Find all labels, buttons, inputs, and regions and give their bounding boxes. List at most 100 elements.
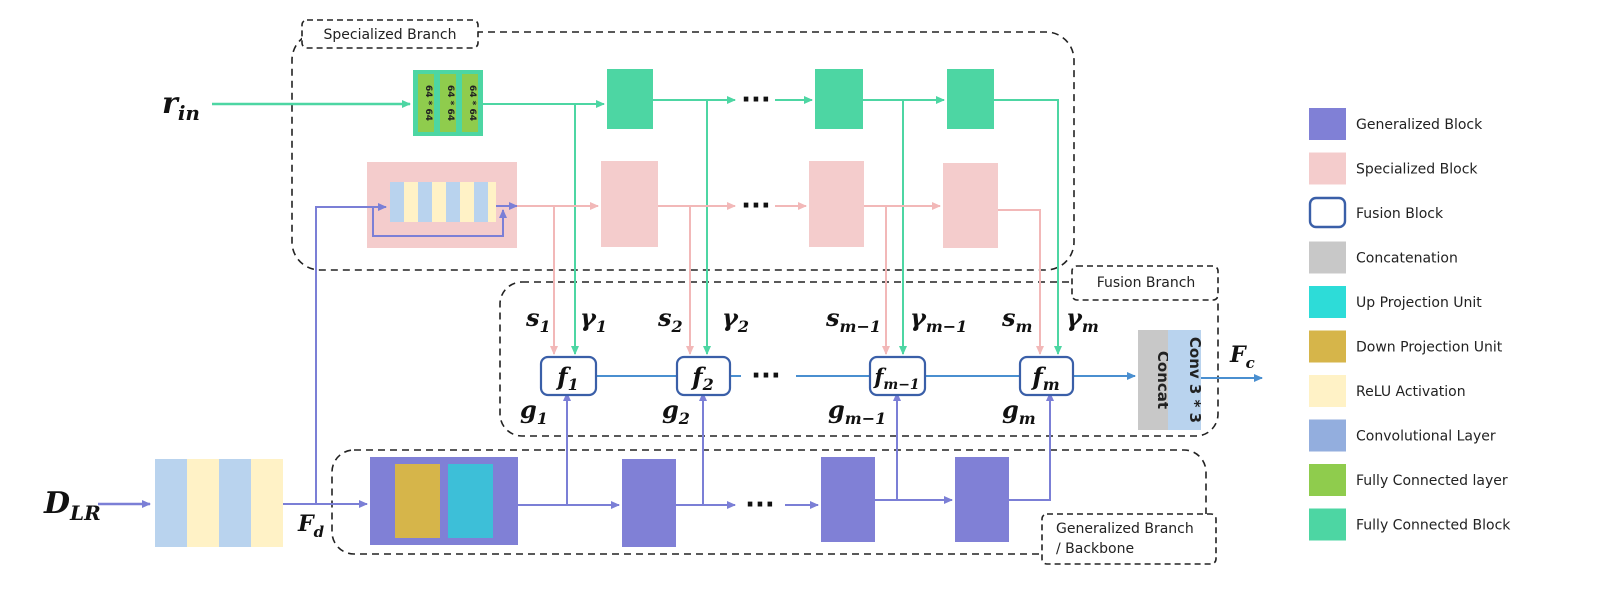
g-m-arrow xyxy=(1009,392,1054,501)
legend-item: Concatenation xyxy=(1309,241,1458,274)
gamma-sub: m−1 xyxy=(926,317,967,336)
specialized-branch: Specialized Branch xyxy=(291,19,1075,271)
fusion-block-label: fm xyxy=(1030,362,1059,394)
legend-label: ReLU Activation xyxy=(1356,384,1466,400)
legend-item: Fusion Block xyxy=(1308,196,1444,229)
specialized-branch-label: Specialized Branch xyxy=(323,27,456,43)
g-label: g1 xyxy=(520,395,548,428)
generalized-block xyxy=(821,457,875,542)
fusion-block-label: f1 xyxy=(555,362,578,394)
specialized-block xyxy=(601,161,658,247)
fusion-branch-label: Fusion Branch xyxy=(1097,275,1196,291)
conv-layer xyxy=(390,182,404,222)
legend-item: Convolutional Layer xyxy=(1309,419,1496,452)
relu-layer xyxy=(432,182,446,222)
relu-layer xyxy=(187,459,219,547)
input-r-label: rin xyxy=(162,86,200,125)
specialized-skip-connection xyxy=(372,207,507,237)
fusion-branch-outline xyxy=(499,281,1219,437)
backbone-path: Fd ··· xyxy=(98,203,1054,547)
s-label: s1 xyxy=(525,303,551,336)
s-main: s xyxy=(657,303,672,332)
fc-layer xyxy=(418,74,434,132)
legend-item: Up Projection Unit xyxy=(1309,286,1482,318)
relu-layer xyxy=(404,182,418,222)
gamma-label: γ2 xyxy=(722,303,749,336)
s-main: s xyxy=(825,303,840,332)
specialized-path: ··· xyxy=(367,161,1044,355)
g-labels: g1 g2 gm−1 gm xyxy=(520,395,1036,428)
legend-label: Concatenation xyxy=(1356,251,1458,267)
f-sub: 1 xyxy=(568,375,579,394)
g-label: gm xyxy=(1002,395,1036,428)
gamma-main: γ xyxy=(722,303,739,332)
gamma-m-arrow xyxy=(994,99,1062,355)
s-label: s2 xyxy=(657,303,683,336)
gamma-sub: m xyxy=(1082,317,1099,336)
s-sub: m xyxy=(1016,317,1033,336)
legend-label: Convolutional Layer xyxy=(1356,429,1496,445)
generalized-block-swatch xyxy=(1309,108,1346,140)
legend-item: Generalized Block xyxy=(1309,108,1483,140)
f-sub: m xyxy=(1043,375,1060,394)
legend-label: Fully Connected layer xyxy=(1356,473,1508,489)
specialized-branch-outline xyxy=(291,31,1075,271)
generalized-block-first xyxy=(370,457,518,545)
relu-swatch xyxy=(1309,375,1346,407)
fc-layer-text: 64 * 64 xyxy=(445,85,455,121)
relu-layer xyxy=(460,182,474,222)
fc-block-first: 64 * 64 64 * 64 64 * 64 xyxy=(413,70,483,136)
g-sub: 2 xyxy=(678,409,690,428)
legend-label: Specialized Block xyxy=(1356,162,1478,178)
gamma-main: γ xyxy=(910,303,927,332)
conv-layer xyxy=(219,459,251,547)
s-main: s xyxy=(525,303,540,332)
legend-label: Generalized Block xyxy=(1356,117,1483,133)
s-sub: m−1 xyxy=(840,317,881,336)
g-main: g xyxy=(828,395,845,424)
fc-block-swatch xyxy=(1309,508,1346,541)
f-main: f xyxy=(690,362,706,391)
fc-ellipsis: ··· xyxy=(741,85,771,115)
fd-sub: d xyxy=(314,523,325,541)
specialized-block xyxy=(943,163,998,248)
gamma-label: γm xyxy=(1066,303,1099,336)
generalized-branch-label-line2: / Backbone xyxy=(1056,541,1134,557)
s-sub: 1 xyxy=(540,317,551,336)
gamma-main: γ xyxy=(1066,303,1083,332)
specialized-ellipsis: ··· xyxy=(741,191,771,221)
relu-layer xyxy=(488,182,496,222)
fc-layer-swatch xyxy=(1309,464,1346,496)
g-sub: m xyxy=(1019,409,1036,428)
specialized-branch-tab xyxy=(301,19,479,49)
fc-layer xyxy=(440,74,456,132)
gamma-main: γ xyxy=(580,303,597,332)
fc-layer-text: 64 * 64 xyxy=(423,85,433,121)
conv-layer xyxy=(474,182,488,222)
s-label: sm xyxy=(1001,303,1032,336)
s-sub: 2 xyxy=(671,317,683,336)
fc-output-sub: c xyxy=(1246,354,1255,372)
down-projection-swatch xyxy=(1309,330,1346,363)
fc-output-label: Fc xyxy=(1229,342,1255,372)
fc-block xyxy=(815,69,863,129)
legend-label: Up Projection Unit xyxy=(1356,295,1482,311)
g-sub: m−1 xyxy=(845,409,886,428)
up-projection-swatch xyxy=(1309,286,1346,318)
legend-label: Fully Connected Block xyxy=(1356,518,1511,534)
specialized-layer-stack xyxy=(390,182,496,222)
concat-label: Concat xyxy=(1154,351,1172,409)
fc-block xyxy=(607,69,653,129)
fc-layer-text: 64 * 64 xyxy=(467,85,477,121)
s-m-arrow xyxy=(998,209,1044,355)
generalized-block xyxy=(622,459,676,547)
g-main: g xyxy=(662,395,679,424)
fc-layer xyxy=(462,74,478,132)
f-main: f xyxy=(1030,362,1046,391)
fusion-block xyxy=(539,355,598,397)
fusion-block xyxy=(1018,355,1075,397)
input-d-label: DLR xyxy=(43,486,101,525)
input-r-sub: in xyxy=(178,101,200,125)
